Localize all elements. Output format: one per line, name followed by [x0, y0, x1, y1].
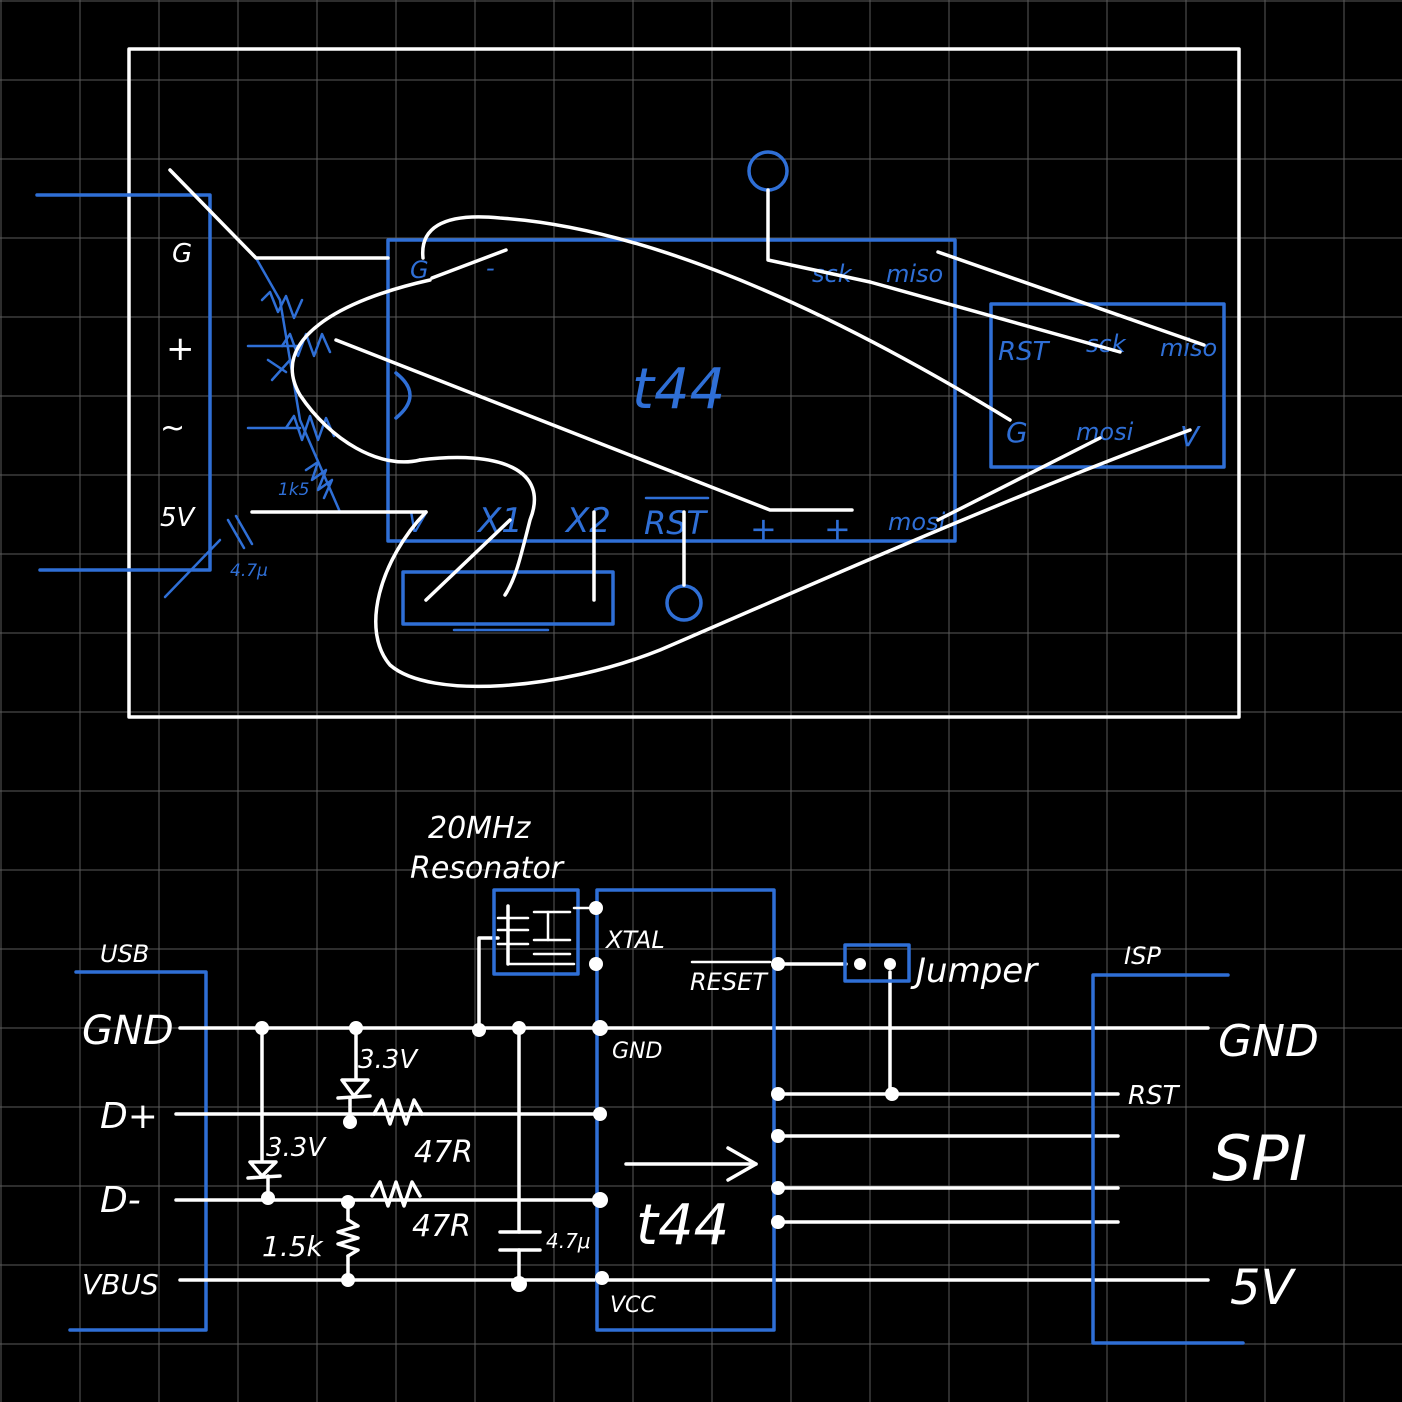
- layout-sketch: G + ~ 5V 1k5 4.7μ t44 G - sck miso V X1 …: [35, 47, 1241, 719]
- zener-sketch-1: [266, 358, 292, 382]
- capacitor-sketch: [163, 514, 254, 599]
- chip-notch: [394, 371, 412, 420]
- resistor-sketch-1: [260, 290, 304, 320]
- signal-direction-arrow: [624, 1146, 758, 1182]
- pullup-resistor: [336, 1218, 360, 1258]
- chip-pin-plus-1: +: [750, 510, 777, 548]
- zener-diode-1: [246, 1160, 282, 1180]
- isp-spi-label: SPI: [1212, 1122, 1307, 1195]
- chip-name: t44: [636, 1193, 729, 1258]
- jumper-label: Jumper: [910, 951, 1039, 991]
- zener-diode-2: [336, 1078, 372, 1100]
- resistor-sketch-3: [284, 414, 336, 442]
- zener-2-label: 3.3V: [358, 1045, 419, 1075]
- isp-pin-rst: RST: [1128, 1081, 1181, 1111]
- capacitor-label: 4.7μ: [546, 1229, 591, 1253]
- isp-connector: [1091, 973, 1245, 1345]
- usb-connector-sketch: [35, 193, 342, 599]
- junction-dots: [255, 901, 899, 1292]
- chip-pin-x1: X1: [476, 501, 523, 541]
- chip-label-sketch: t44: [632, 357, 725, 422]
- isp-pin-v: V: [1180, 420, 1201, 453]
- usb-pin-dminus: D-: [100, 1180, 141, 1221]
- chip-pin-reset: RESET: [690, 968, 769, 996]
- usb-pin-gnd: GND: [82, 1008, 174, 1054]
- chip-pin-minus: -: [486, 254, 495, 282]
- decoupling-capacitor: [498, 1230, 542, 1252]
- resistor-sketch-4: [304, 460, 334, 500]
- resistor-value-label: 1k5: [278, 480, 309, 500]
- usb-pin-dplus: D+: [100, 1096, 158, 1137]
- usb-pin-g: G: [172, 239, 192, 269]
- zener-1-label: 3.3V: [266, 1133, 327, 1163]
- mounting-hole: [747, 150, 789, 192]
- resistor-dminus: [370, 1180, 422, 1208]
- isp-pin-g: G: [1006, 416, 1028, 449]
- chip-pin-plus-2: +: [824, 510, 851, 548]
- chip-pin-rst: RST: [644, 504, 709, 542]
- usb-pin-minus: ~: [160, 411, 185, 446]
- resonator-symbol: [496, 904, 598, 966]
- chip-pin-g: G: [410, 256, 429, 284]
- isp-pin-5v: 5V: [1230, 1260, 1297, 1316]
- resistor-dplus-label: 47R: [414, 1135, 473, 1170]
- resonator-sketch: [401, 570, 615, 626]
- board-outline: [127, 47, 1241, 719]
- usb-pin-vbus: VBUS: [82, 1268, 159, 1301]
- isp-header-sketch: [989, 302, 1226, 469]
- isp-label: ISP: [1124, 942, 1161, 970]
- resonator: [492, 888, 580, 976]
- chip-pin-vcc: VCC: [610, 1293, 656, 1318]
- resonator-label-line2: Resonator: [410, 851, 565, 886]
- capacitor-value-label: 4.7μ: [230, 561, 268, 581]
- chip-outline-sketch: [386, 238, 957, 543]
- usb-connector: [68, 970, 208, 1332]
- chip-pin-miso: miso: [886, 260, 943, 288]
- isp-pin-mosi: mosi: [1076, 418, 1134, 446]
- microcontroller: [595, 888, 776, 1332]
- traces-sketch: [168, 168, 1206, 689]
- reset-jumper: [843, 943, 911, 983]
- usb-pin-5v: 5V: [160, 503, 197, 533]
- reset-button-sketch: [665, 584, 703, 622]
- resistor-dminus-label: 47R: [412, 1209, 471, 1244]
- isp-pin-gnd: GND: [1218, 1016, 1319, 1067]
- chip-pin-x2: X2: [564, 501, 611, 541]
- chip-pin-xtal: XTAL: [604, 926, 665, 954]
- usb-pin-plus: +: [166, 329, 195, 369]
- usb-label: USB: [100, 940, 149, 968]
- resonator-label-line1: 20MHz: [428, 811, 532, 846]
- chip-pin-gnd: GND: [612, 1039, 662, 1064]
- schematic: 20MHz Resonator USB GND D+ D- VBUS: [68, 811, 1319, 1345]
- pullup-resistor-label: 1.5k: [262, 1230, 325, 1263]
- resistor-dplus: [372, 1098, 424, 1126]
- isp-pin-rst: RST: [998, 337, 1051, 367]
